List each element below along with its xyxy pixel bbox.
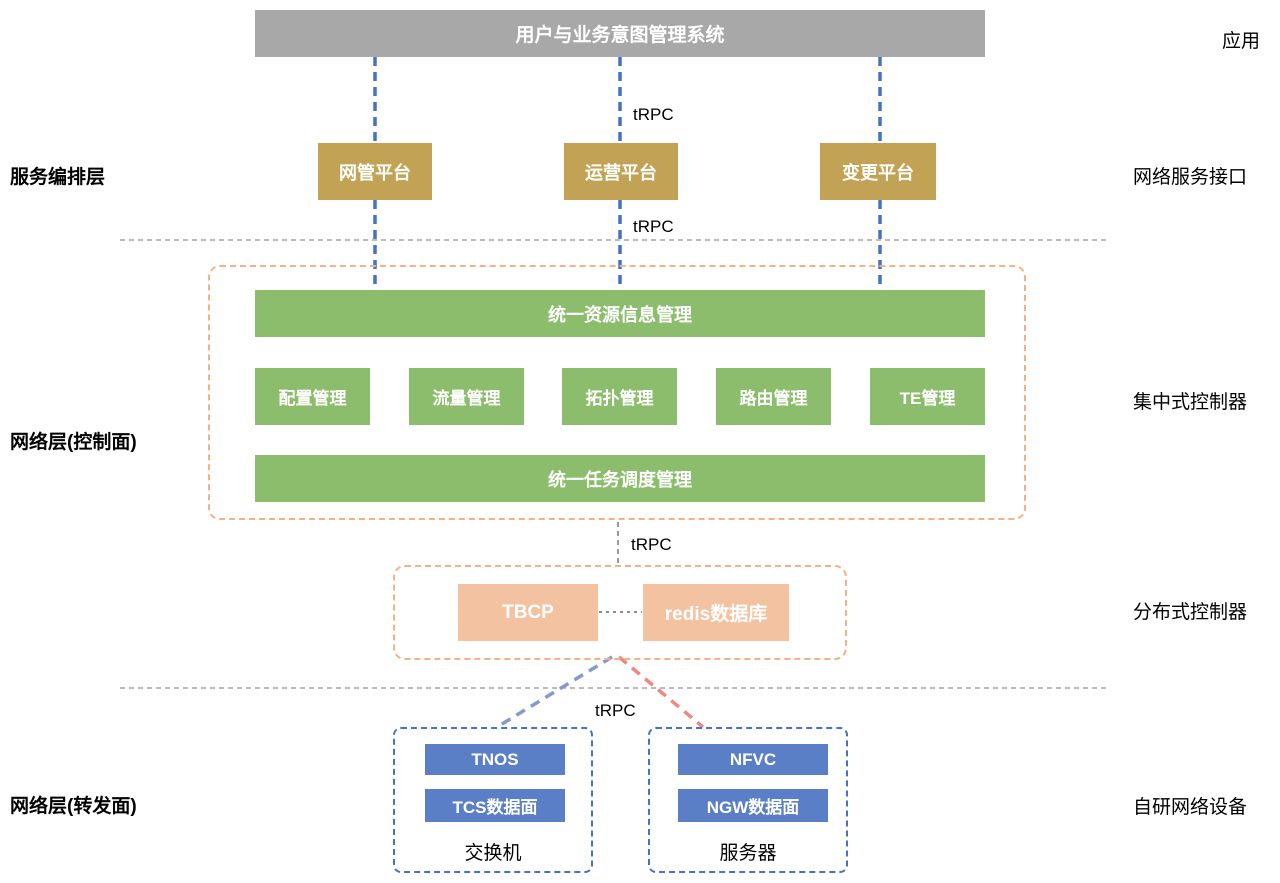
top-system-box: 用户与业务意图管理系统 (255, 10, 985, 57)
redis-database-box: redis数据库 (643, 584, 789, 641)
centralized-controller-frame (208, 265, 1026, 520)
module-te-management: TE管理 (870, 368, 985, 425)
switch-frame (393, 727, 593, 873)
module-config-management: 配置管理 (255, 368, 370, 425)
server-frame (648, 727, 848, 873)
trpc-label-3: tRPC (631, 535, 672, 554)
platform-operations: 运营平台 (564, 143, 678, 200)
platform-network-management: 网管平台 (318, 143, 432, 200)
link-distributed-switch (496, 655, 613, 729)
label-distributed-controller: 分布式控制器 (1133, 602, 1248, 623)
label-self-developed-devices: 自研网络设备 (1133, 797, 1248, 818)
ngw-data-plane-box: NGW数据面 (678, 789, 828, 822)
unified-resource-info-bar: 统一资源信息管理 (255, 290, 985, 337)
label-application: 应用 (1222, 31, 1261, 52)
tnos-box: TNOS (425, 744, 565, 775)
tcs-data-plane-box: TCS数据面 (425, 789, 565, 822)
distributed-controller-frame (393, 565, 847, 660)
trpc-label-2: tRPC (633, 217, 674, 236)
unified-task-scheduling-bar: 统一任务调度管理 (255, 455, 985, 502)
label-centralized-controller: 集中式控制器 (1133, 392, 1248, 413)
tbcp-box: TBCP (458, 584, 598, 641)
label-network-layer-forwarding-plane: 网络层(转发面) (10, 796, 137, 817)
module-traffic-management: 流量管理 (409, 368, 524, 425)
label-service-orchestration-layer: 服务编排层 (10, 167, 106, 188)
trpc-label-1: tRPC (633, 105, 674, 124)
link-distributed-server (617, 655, 705, 729)
module-topology-management: 拓扑管理 (562, 368, 677, 425)
switch-caption: 交换机 (464, 843, 522, 864)
platform-change: 变更平台 (820, 143, 936, 200)
trpc-label-4: tRPC (595, 701, 636, 720)
label-network-service-interface: 网络服务接口 (1133, 167, 1248, 188)
server-caption: 服务器 (719, 843, 777, 864)
nfvc-box: NFVC (678, 744, 828, 775)
module-routing-management: 路由管理 (716, 368, 831, 425)
label-network-layer-control-plane: 网络层(控制面) (10, 432, 137, 453)
